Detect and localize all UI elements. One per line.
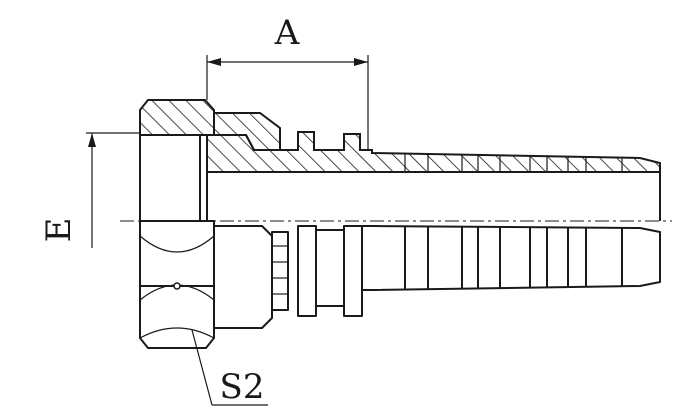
nut-collar — [214, 225, 273, 329]
dim-a-arrow-left — [207, 58, 221, 66]
dim-s2-label: S2 — [220, 367, 265, 407]
flange-one — [297, 225, 317, 317]
tail-body — [362, 225, 661, 291]
hex-chamfer-top — [139, 235, 215, 253]
dimension-e: E — [39, 132, 140, 248]
lower-external-view — [139, 220, 661, 349]
hex-vertex-mark — [173, 282, 181, 290]
flange-two — [343, 225, 363, 317]
collar-ring — [271, 231, 289, 311]
dimension-s2: S2 — [191, 329, 268, 407]
nut-section — [139, 99, 215, 136]
dim-e-arrow — [88, 133, 96, 147]
dim-a-label: A — [274, 13, 300, 53]
upper-section-view — [139, 99, 661, 221]
upper-barb-ticks — [404, 153, 623, 172]
dim-e-label: E — [39, 218, 79, 243]
dim-a-arrow-right — [354, 58, 368, 66]
hex-chamfer-bottom — [139, 327, 215, 339]
barb-lines — [404, 226, 623, 290]
dimension-a: A — [206, 13, 369, 150]
s2-leader — [191, 329, 213, 406]
